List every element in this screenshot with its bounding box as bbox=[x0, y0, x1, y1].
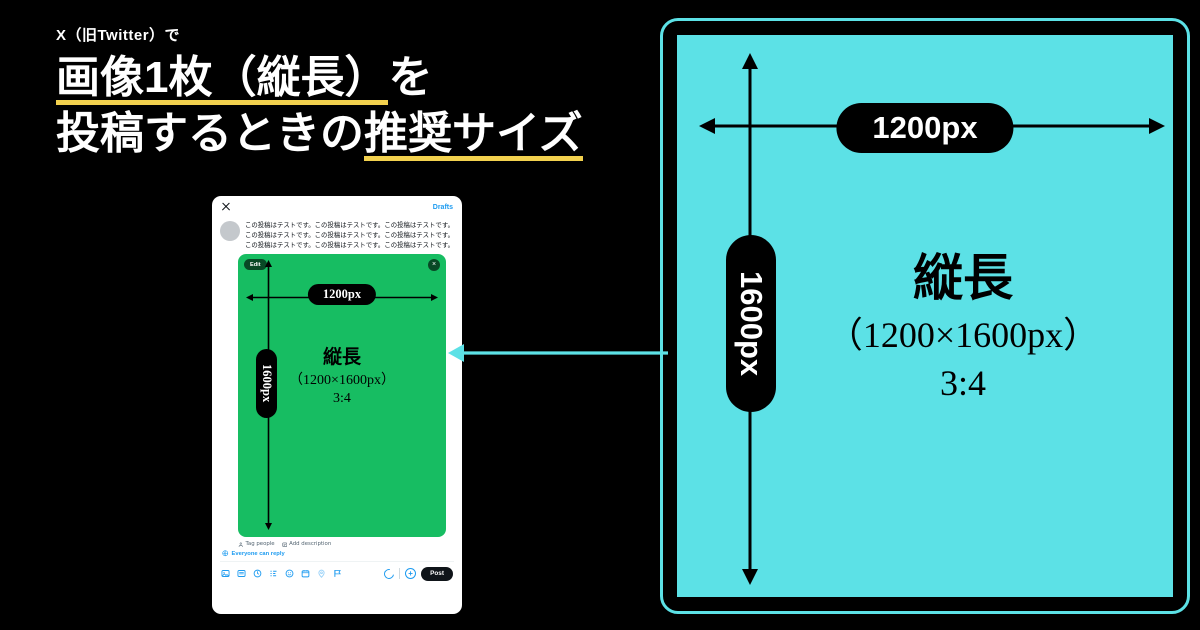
reply-settings-label: Everyone can reply bbox=[231, 550, 285, 557]
reply-settings-button[interactable]: Everyone can reply bbox=[212, 547, 462, 561]
connector-arrow bbox=[448, 344, 668, 362]
toolbar-icon-group bbox=[221, 569, 342, 579]
remove-image-button[interactable]: × bbox=[428, 259, 440, 272]
composer-header: Drafts bbox=[212, 196, 462, 218]
add-post-button[interactable]: + bbox=[405, 568, 417, 580]
spec-panel: 1200px 1600px 縦長 （1200×1600px） 3:4 bbox=[660, 18, 1190, 614]
panel-spec-title: 縦長 bbox=[913, 250, 1013, 306]
attached-image-preview[interactable]: Edit × 1200px 1600px 縦長 （1200×1600px） 3:… bbox=[238, 254, 446, 538]
toolbar-divider bbox=[220, 560, 454, 562]
add-description-label: Add description bbox=[289, 541, 332, 548]
headline-emphasis-2: 推奨サイズ bbox=[364, 108, 583, 161]
headline-line-1: 画像1枚（縦長）を bbox=[56, 50, 676, 106]
image-spec-text: 縦長 （1200×1600px） 3:4 bbox=[238, 346, 446, 408]
post-button[interactable]: Post bbox=[421, 566, 453, 581]
emoji-icon[interactable] bbox=[285, 569, 294, 578]
location-icon[interactable] bbox=[317, 569, 326, 579]
headline-plain-1: を bbox=[388, 52, 433, 102]
headline-block: X（旧Twitter）で 画像1枚（縦長）を 投稿するときの推奨サイズ bbox=[56, 27, 676, 162]
spec-panel-fill: 1200px 1600px 縦長 （1200×1600px） 3:4 bbox=[677, 35, 1173, 597]
globe-icon bbox=[222, 550, 229, 557]
panel-width-label: 1200px bbox=[836, 103, 1014, 153]
panel-height-label: 1600px bbox=[726, 235, 776, 413]
image-spec-title: 縦長 bbox=[322, 347, 361, 369]
poll-icon[interactable] bbox=[269, 569, 278, 578]
headline-line-2: 投稿するときの推奨サイズ bbox=[56, 106, 676, 162]
tag-people-button[interactable]: Tag people bbox=[238, 541, 275, 547]
panel-spec-dimensions: （1200×1600px） bbox=[826, 315, 1100, 355]
image-width-label: 1200px bbox=[307, 284, 377, 306]
image-height-label: 1600px bbox=[256, 349, 277, 418]
composer-mockup: Drafts この投稿はテストです。この投稿はテストです。この投稿はテストです。… bbox=[212, 196, 462, 614]
toolbar-separator bbox=[399, 568, 401, 580]
close-icon[interactable] bbox=[221, 202, 231, 212]
add-description-button[interactable]: Add description bbox=[282, 541, 332, 548]
panel-spec-text: 縦長 （1200×1600px） 3:4 bbox=[767, 249, 1159, 407]
panel-spec-ratio: 3:4 bbox=[939, 362, 986, 403]
highlight-icon[interactable] bbox=[253, 569, 262, 578]
image-spec-dimensions: （1200×1600px） bbox=[289, 373, 395, 389]
composer-body: この投稿はテストです。この投稿はテストです。この投稿はテストです。この投稿はテス… bbox=[212, 218, 462, 250]
toolbar-actions: + Post bbox=[382, 566, 453, 581]
tag-icon[interactable] bbox=[333, 569, 342, 578]
composer-toolbar: + Post bbox=[212, 562, 462, 581]
tag-people-label: Tag people bbox=[245, 541, 275, 548]
person-icon bbox=[238, 542, 243, 547]
schedule-icon[interactable] bbox=[301, 569, 310, 578]
avatar bbox=[220, 221, 240, 241]
edit-image-button[interactable]: Edit bbox=[244, 259, 267, 271]
character-count-ring bbox=[382, 566, 397, 581]
tweet-textarea[interactable]: この投稿はテストです。この投稿はテストです。この投稿はテストです。この投稿はテス… bbox=[245, 221, 454, 250]
headline-emphasis-1: 画像1枚（縦長） bbox=[56, 52, 389, 105]
image-spec-ratio: 3:4 bbox=[333, 391, 351, 407]
media-icon[interactable] bbox=[221, 569, 230, 578]
spec-panel-frame: 1200px 1600px 縦長 （1200×1600px） 3:4 bbox=[673, 31, 1177, 601]
drafts-button[interactable]: Drafts bbox=[432, 203, 453, 211]
description-icon bbox=[282, 542, 287, 547]
gif-icon[interactable] bbox=[237, 569, 246, 578]
kicker-text: X（旧Twitter）で bbox=[56, 27, 181, 44]
headline-plain-2: 投稿するときの bbox=[56, 108, 364, 158]
image-meta-row: Tag people Add description bbox=[212, 537, 462, 547]
